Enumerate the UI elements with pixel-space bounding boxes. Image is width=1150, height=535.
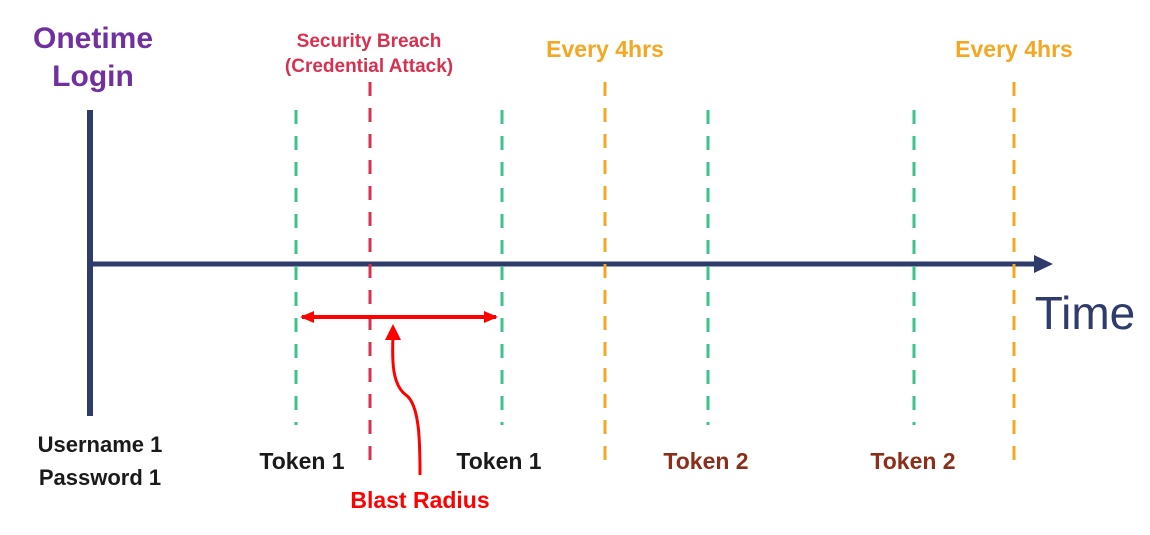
title-line-2: Login [52, 60, 134, 93]
time-axis-arrowhead [1034, 255, 1053, 273]
title-line-1: Onetime [33, 22, 153, 55]
token-label: Token 1 [456, 448, 541, 474]
breach-label-line-2: (Credential Attack) [285, 56, 453, 77]
credentials-line-2: Password 1 [39, 465, 161, 490]
refresh-label: Every 4hrs [955, 36, 1073, 62]
blast-radius-pointer [391, 335, 422, 476]
blast-radius-label: Blast Radius [350, 487, 489, 513]
refresh-label: Every 4hrs [546, 36, 664, 62]
token-label: Token 2 [870, 448, 955, 474]
token-label: Token 2 [663, 448, 748, 474]
blast-radius-pointer-head [385, 324, 401, 340]
breach-label-line-1: Security Breach [297, 31, 442, 52]
token-label: Token 1 [259, 448, 344, 474]
time-axis-label: Time [1035, 287, 1136, 339]
credentials-line-1: Username 1 [38, 432, 163, 457]
